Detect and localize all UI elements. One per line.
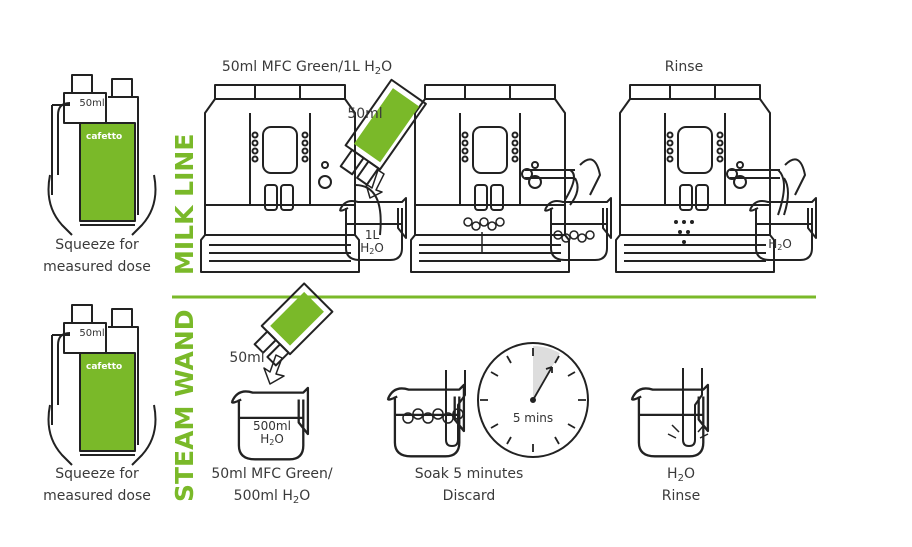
- pour-arrow-icon: [263, 354, 285, 385]
- water-drops-step3: [674, 220, 694, 244]
- caption-line: Soak 5 minutes: [414, 466, 524, 482]
- steam-wand-step3: [726, 158, 806, 216]
- caption-line: Rinse: [661, 488, 701, 504]
- subscript: 2: [292, 495, 300, 506]
- steam-wand-rinse: [682, 368, 703, 447]
- jug-text: 1L: [364, 228, 380, 242]
- section-label-milk-line: MILK LINE: [170, 133, 199, 275]
- pour-arrow-icon: [365, 169, 385, 199]
- steam-step2-caption: Soak 5 minutes Discard: [415, 463, 524, 507]
- caption-line: measured dose: [43, 488, 151, 504]
- clock-icon: [477, 342, 589, 458]
- steam-wand-soak: [445, 370, 466, 447]
- steam-step1-pour-label: 50ml: [229, 350, 265, 366]
- jug-text: O: [274, 432, 284, 446]
- milk-tube-step1: [354, 184, 382, 236]
- caption-line: Squeeze for: [55, 466, 139, 482]
- steam-wand-step2: [521, 158, 601, 206]
- bubbles-step2: [463, 217, 595, 252]
- caption-text: 500ml H: [233, 488, 293, 504]
- jug-text: H: [260, 432, 270, 446]
- clock-label: 5 mins: [512, 411, 554, 425]
- milk-bottle-dose-label: 50ml: [79, 98, 105, 109]
- steam-step1-caption: 50ml MFC Green/ 500ml H2O: [211, 463, 332, 507]
- jug-text: H: [768, 237, 778, 251]
- subscript: 2: [269, 438, 275, 447]
- jug-text: 500ml: [253, 419, 291, 433]
- cafetto-logo: cafetto: [86, 362, 123, 372]
- steam-bottle-dose-label: 50ml: [79, 328, 105, 339]
- cafetto-logo: cafetto: [86, 132, 123, 142]
- jug-rinse: [630, 383, 710, 458]
- caption-line: 50ml MFC Green/: [211, 466, 333, 482]
- title-text: O: [381, 59, 393, 75]
- milk-step3-jug-label: H2O: [768, 237, 792, 252]
- steam-step1-jug-label: 500ml H2O: [253, 419, 291, 447]
- caption-line: Squeeze for: [55, 237, 139, 253]
- jug-step2: [544, 197, 612, 261]
- caption-text: O: [299, 488, 311, 504]
- pouring-bottle-steam: [253, 282, 334, 367]
- caption-text: H: [667, 466, 678, 482]
- jug-text: O: [374, 241, 384, 255]
- jug-text: O: [782, 237, 792, 251]
- subscript: 2: [677, 473, 684, 484]
- splash-icon: [667, 424, 709, 439]
- milk-step1-title: 50ml MFC Green/1L H2O: [222, 56, 392, 78]
- steam-step3-caption: H2O Rinse: [662, 463, 700, 507]
- steam-bottle-caption: Squeeze for measured dose: [43, 463, 151, 507]
- subscript: 2: [369, 247, 375, 256]
- caption-text: O: [683, 466, 695, 482]
- caption-line: Discard: [442, 488, 496, 504]
- clock-elapsed-wedge: [533, 346, 560, 400]
- title-text: 50ml MFC Green/1L H: [221, 59, 375, 75]
- milk-step1-jug-label: 1L H2O: [360, 228, 384, 256]
- milk-step3-title: Rinse: [664, 59, 704, 75]
- section-label-steam-wand: STEAM WAND: [170, 309, 199, 502]
- caption-line: measured dose: [43, 259, 151, 275]
- subscript: 2: [374, 66, 382, 77]
- milk-bottle-caption: Squeeze for measured dose: [43, 234, 151, 278]
- milk-step1-pour-label: 50ml: [347, 106, 383, 122]
- bubbles-soak: [402, 408, 464, 424]
- subscript: 2: [777, 243, 783, 252]
- pouring-bottle-step1: [339, 78, 427, 186]
- jug-text: H: [360, 241, 370, 255]
- machine-step1: [200, 84, 360, 273]
